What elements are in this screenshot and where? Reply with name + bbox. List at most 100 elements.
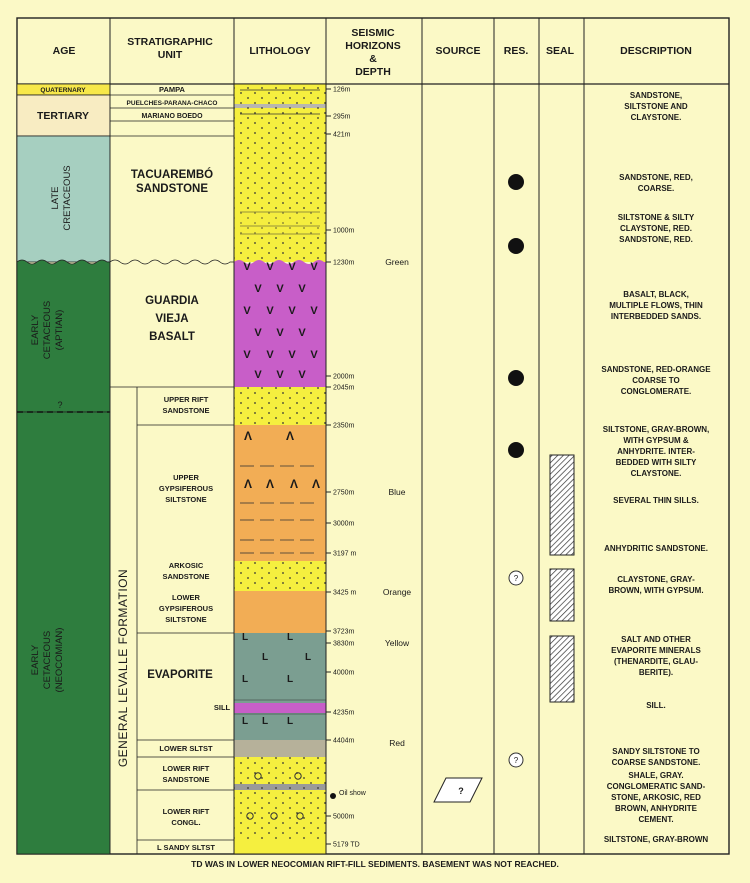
- description-line: CLAYSTONE, GRAY-: [617, 575, 695, 584]
- depth-label: 2750m: [333, 490, 355, 497]
- res-query-2: [508, 752, 524, 768]
- description-line: COARSE TO: [632, 376, 679, 385]
- description-line: SHALE, GRAY.: [628, 771, 683, 780]
- seal-bar-1: [549, 454, 575, 556]
- unit-puelches: PUELCHES-PARANA-CHACO: [127, 100, 218, 107]
- source-marker-label: ?: [458, 786, 464, 796]
- column-dividers: [109, 18, 585, 854]
- basalt-v-mark: V: [298, 327, 306, 339]
- gyps-caret: Λ: [286, 429, 294, 443]
- unit-mariano: MARIANO BOEDO: [141, 113, 203, 120]
- age-column: QUATERNARY TERTIARY LATE CRETACEOUS EARL…: [16, 83, 111, 855]
- evaporite-l-mark: L: [287, 632, 293, 643]
- congl-pebble: [294, 772, 302, 780]
- depth-label: 4404m: [333, 738, 355, 745]
- horizon-red: Red: [389, 738, 405, 748]
- basalt-v-mark: V: [298, 283, 306, 295]
- gyps-caret: Λ: [266, 477, 274, 491]
- horizon-yellow: Yellow: [385, 638, 410, 648]
- lith-basalt: [234, 260, 326, 387]
- description-line: SILTSTONE, GRAY-BROWN: [604, 835, 709, 844]
- description-line: SILTSTONE, GRAY-BROWN,: [603, 425, 710, 434]
- basalt-v-mark: V: [288, 305, 296, 317]
- lith-sill: [234, 703, 326, 713]
- unit-evaporite: EVAPORITE: [147, 669, 213, 681]
- description-line: SANDSTONE, RED.: [619, 235, 693, 244]
- depth-label: 3000m: [333, 521, 355, 528]
- description-line: BERITE).: [639, 668, 673, 677]
- description-line: CONGLOMERATE.: [621, 387, 692, 396]
- evaporite-l-mark: L: [305, 652, 311, 663]
- description-line: BEDDED WITH SILTY: [616, 458, 697, 467]
- evaporite-l-mark: L: [242, 716, 248, 727]
- header-row: AGE STRATIGRAPHIC UNIT LITHOLOGY SEISMIC…: [17, 27, 729, 85]
- description-line: SANDSTONE,: [630, 91, 682, 100]
- seal-bar-2: [549, 568, 575, 622]
- description-line: SILTSTONE & SILTY: [618, 213, 695, 222]
- basalt-v-mark: V: [276, 327, 284, 339]
- unit-pampa: PAMPA: [159, 85, 186, 94]
- basalt-v-mark: V: [254, 327, 262, 339]
- res-dot-4: [508, 442, 524, 458]
- description-line: SILTSTONE AND: [624, 102, 688, 111]
- res-query-1-label: ?: [514, 574, 519, 583]
- unit-lower-gyps-2: GYPSIFEROUS: [159, 604, 213, 613]
- description-line: SALT AND OTHER: [621, 635, 691, 644]
- header-lithology: LITHOLOGY: [249, 45, 310, 57]
- description-line: WITH GYPSUM &: [623, 436, 689, 445]
- evaporite-l-mark: L: [287, 674, 293, 685]
- header-age: AGE: [53, 45, 76, 57]
- header-description: DESCRIPTION: [620, 45, 692, 57]
- horizon-green: Green: [385, 257, 409, 267]
- basalt-v-mark: V: [310, 305, 318, 317]
- source-marker: [433, 777, 483, 803]
- seal-column: [549, 454, 575, 703]
- depth-label: 3723m: [333, 629, 355, 636]
- description-column: SANDSTONE,SILTSTONE ANDCLAYSTONE.SANDSTO…: [601, 91, 711, 844]
- gyps-caret: Λ: [290, 477, 298, 491]
- depth-label: 2350m: [333, 423, 355, 430]
- depth-label: 5000m: [333, 814, 355, 821]
- description-line: STONE, ARKOSIC, RED: [611, 793, 701, 802]
- congl-pebble: [296, 812, 304, 820]
- unit-tacuarembo-2: SANDSTONE: [136, 183, 208, 195]
- oil-show-marker: [330, 793, 336, 799]
- header-seal: SEAL: [546, 45, 575, 57]
- basalt-v-mark: V: [310, 261, 318, 273]
- seismic-horizons: Green Blue Orange Yellow Red Oil show: [330, 257, 411, 799]
- header-seismic-3: &: [369, 53, 377, 65]
- oil-show-label: Oil show: [339, 790, 367, 797]
- description-line: COARSE SANDSTONE.: [612, 758, 701, 767]
- description-line: CLAYSTONE, RED.: [620, 224, 692, 233]
- unit-lower-rift-sst-1: LOWER RIFT: [163, 764, 210, 773]
- description-line: SANDSTONE, RED-ORANGE: [601, 365, 711, 374]
- strat-unit-column: [109, 84, 234, 854]
- description-line: ANHYDRITIC SANDSTONE.: [604, 544, 708, 553]
- depth-label: 1230m: [333, 260, 355, 267]
- header-seismic-2: HORIZONS: [345, 40, 400, 52]
- description-line: ANHYDRITE. INTER-: [617, 447, 695, 456]
- description-line: BROWN, WITH GYPSUM.: [608, 586, 703, 595]
- res-query-1: [508, 570, 524, 586]
- unit-lower-rift-congl-1: LOWER RIFT: [163, 807, 210, 816]
- age-early-aptian: [16, 259, 111, 413]
- res-dot-3: [508, 370, 524, 386]
- evaporite-l-mark: L: [262, 716, 268, 727]
- description-line: CEMENT.: [638, 815, 673, 824]
- basalt-v-mark: V: [243, 349, 251, 361]
- unit-l-sandy: L SANDY SLTST: [157, 843, 215, 852]
- header-strat-2: UNIT: [158, 49, 183, 61]
- description-line: BROWN, ANHYDRITE: [615, 804, 698, 813]
- unit-upper-gyps-1: UPPER: [173, 473, 199, 482]
- unit-lower-gyps-3: SILTSTONE: [165, 615, 206, 624]
- basalt-v-mark: V: [298, 369, 306, 381]
- horizon-blue: Blue: [388, 487, 405, 497]
- depth-label: 126m: [333, 87, 351, 94]
- description-line: EVAPORITE MINERALS: [611, 646, 701, 655]
- footer-note: TD WAS IN LOWER NEOCOMIAN RIFT-FILL SEDI…: [191, 859, 559, 869]
- unit-upper-gyps-2: GYPSIFEROUS: [159, 484, 213, 493]
- description-line: MULTIPLE FLOWS, THIN: [609, 301, 703, 310]
- depth-label: 2045m: [333, 385, 355, 392]
